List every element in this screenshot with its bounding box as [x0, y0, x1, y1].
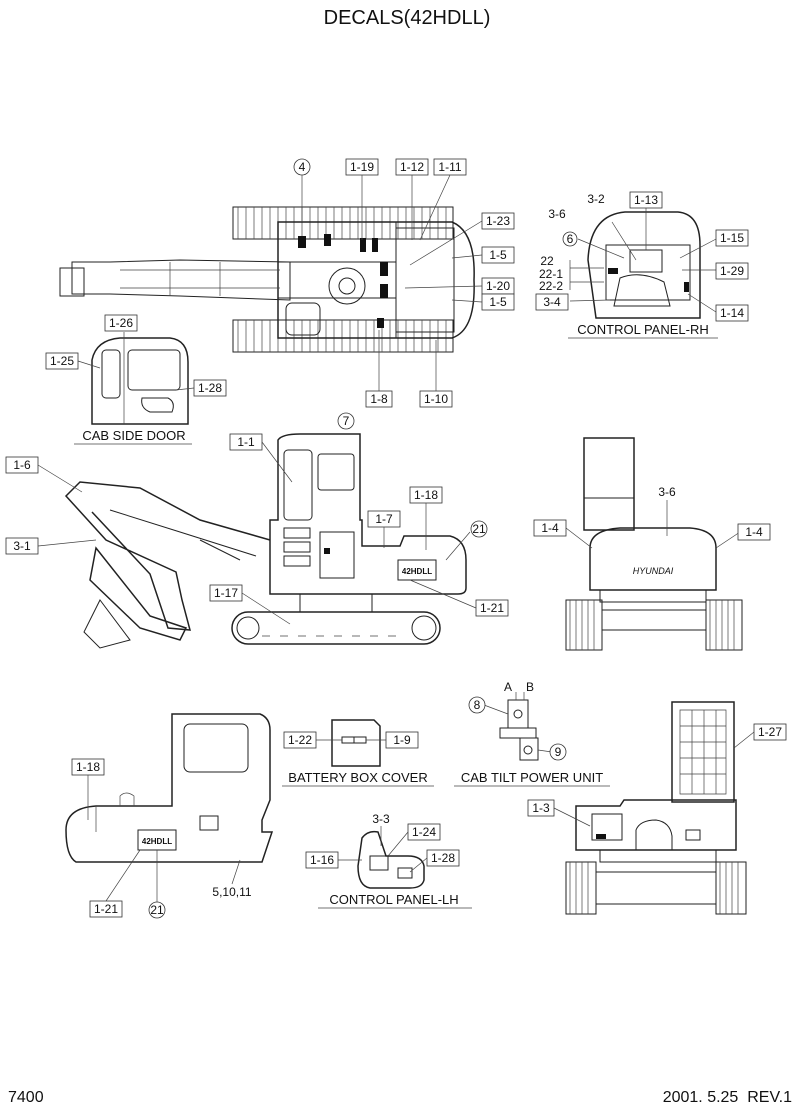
callout-label-top-view-l-1-10: 1-10: [424, 392, 448, 406]
callout-label-control-panel-rh-l-22-2: 22-2: [539, 279, 563, 293]
callout-label-control-panel-lh-l-1-28: 1-28: [431, 851, 455, 865]
callout-label-top-view-l-1-12: 1-12: [400, 160, 424, 174]
callout-label-rear-view-l-1-4a: 1-4: [541, 521, 559, 535]
callout-label-side-view-model-mark: 42HDLL: [402, 567, 432, 576]
callout-label-cab-tilt-circle-8: 8: [474, 698, 481, 712]
caption-control-panel-rh: CONTROL PANEL-RH: [577, 322, 708, 337]
callout-label-rear-view-l-3-6: 3-6: [658, 485, 676, 499]
callout-label-control-panel-rh-l-3-4: 3-4: [543, 295, 561, 309]
callout-label-control-panel-rh-l-3-2: 3-2: [587, 192, 605, 206]
callout-label-battery-box-l-1-9: 1-9: [393, 733, 411, 747]
cab-rear-view-drawing: 42HDLL 1-18 1-21 21 5,10,11: [65, 713, 274, 919]
callout-label-control-panel-lh-l-1-16: 1-16: [310, 853, 334, 867]
callout-label-side-view-circle-7: 7: [343, 414, 350, 428]
callout-label-cab-rear-view-l-1-21: 1-21: [94, 902, 118, 916]
callout-label-side-view-l-1-6: 1-6: [13, 458, 31, 472]
callout-label-control-panel-rh-l-22: 22: [540, 254, 554, 268]
caption-cab-side-door: CAB SIDE DOOR: [82, 428, 185, 443]
callout-label-side-view-l-1-18: 1-18: [414, 488, 438, 502]
callout-label-top-view-l-1-11: 1-11: [438, 160, 461, 174]
callout-label-cab-tilt-circle-9: 9: [555, 745, 562, 759]
callout-label-cab-rear-view-model-mark: 42HDLL: [142, 837, 172, 846]
callout-label-side-view-l-3-1: 3-1: [13, 539, 31, 553]
rear-view-drawing: HYUNDAI 3-6 1-4 1-4: [533, 437, 771, 651]
callout-label-side-view-l-1-7: 1-7: [375, 512, 393, 526]
callout-label-cab-rear-view-l-1-18: 1-18: [76, 760, 100, 774]
callout-label-control-panel-rh-l-22-1: 22-1: [539, 267, 563, 281]
callout-label-control-panel-lh-l-3-3: 3-3: [372, 812, 390, 826]
callout-label-control-panel-rh-circle-6: 6: [567, 232, 574, 246]
callout-label-top-view-l-1-5a: 1-5: [489, 248, 507, 262]
cab-side-door-drawing: 1-26 1-25 1-28 CAB SIDE DOOR: [45, 314, 227, 445]
callout-label-top-view-l-1-5b: 1-5: [489, 295, 507, 309]
callout-label-top-view-l-1-23: 1-23: [486, 214, 510, 228]
callout-label-control-panel-rh-l-1-13: 1-13: [634, 193, 658, 207]
callout-label-cab-tilt-l-a: A: [504, 680, 512, 694]
caption-control-panel-lh: CONTROL PANEL-LH: [329, 892, 458, 907]
callout-label-cab-side-door-l-1-25: 1-25: [50, 354, 74, 368]
callout-label-battery-box-l-1-22: 1-22: [288, 733, 312, 747]
battery-box-cover-drawing: 1-22 1-9 BATTERY BOX COVER: [282, 719, 434, 787]
callout-label-control-panel-rh-l-1-14: 1-14: [720, 306, 744, 320]
cab-tilt-power-unit-drawing: A B 8 9 CAB TILT POWER UNIT: [454, 680, 610, 787]
callout-label-side-view-l-1-1: 1-1: [237, 435, 255, 449]
callout-label-top-view-l-1-8: 1-8: [370, 392, 388, 406]
revision-date: 2001. 5.25 REV.1: [663, 1089, 792, 1106]
callout-label-cab-tilt-l-b: B: [526, 680, 534, 694]
front-view-drawing: 1-27 1-3: [527, 701, 787, 915]
callout-label-top-view-circle-4: 4: [299, 160, 306, 174]
side-view-drawing: 42HDLL 7 1-1 1-6 1-18 1-7 21 3-1 1-17 1-…: [5, 412, 509, 649]
callout-label-cab-rear-view-circle-21: 21: [150, 903, 164, 917]
top-view-drawing: 4 1-19 1-12 1-11 1-23 1-5 1-20 1-5 1-8 1…: [59, 158, 515, 408]
callout-label-side-view-circle-21: 21: [472, 522, 486, 536]
page-number: 7400: [8, 1089, 44, 1106]
callout-label-top-view-l-1-19: 1-19: [350, 160, 374, 174]
callout-label-top-view-l-1-20: 1-20: [486, 279, 510, 293]
callout-label-side-view-l-1-21: 1-21: [480, 601, 504, 615]
callout-label-control-panel-rh-l-1-15: 1-15: [720, 231, 744, 245]
callout-label-control-panel-rh-l-3-6: 3-6: [548, 207, 566, 221]
callout-label-rear-view-l-1-4b: 1-4: [745, 525, 763, 539]
caption-cab-tilt-power-unit: CAB TILT POWER UNIT: [461, 770, 603, 785]
control-panel-lh-drawing: 3-3 1-24 1-16 1-28 CONTROL PANEL-LH: [305, 812, 472, 909]
callout-label-front-view-l-1-27: 1-27: [758, 725, 782, 739]
callout-label-control-panel-lh-l-1-24: 1-24: [412, 825, 436, 839]
control-panel-rh-drawing: 1-13 3-2 3-6 6 1-15 22 22-1 22-2 1-29 3-…: [535, 191, 749, 339]
caption-battery-box-cover: BATTERY BOX COVER: [288, 770, 427, 785]
callout-label-side-view-l-1-17: 1-17: [214, 586, 238, 600]
page-title: DECALS(42HDLL): [324, 7, 491, 29]
callout-label-control-panel-rh-l-1-29: 1-29: [720, 264, 744, 278]
callout-label-cab-side-door-l-1-26: 1-26: [109, 316, 133, 330]
callout-label-rear-view-brand: HYUNDAI: [633, 566, 674, 576]
callout-label-front-view-l-1-3: 1-3: [532, 801, 550, 815]
callout-label-cab-side-door-l-1-28: 1-28: [198, 381, 222, 395]
callout-label-cab-rear-view-l-5-10-11: 5,10,11: [212, 885, 251, 899]
